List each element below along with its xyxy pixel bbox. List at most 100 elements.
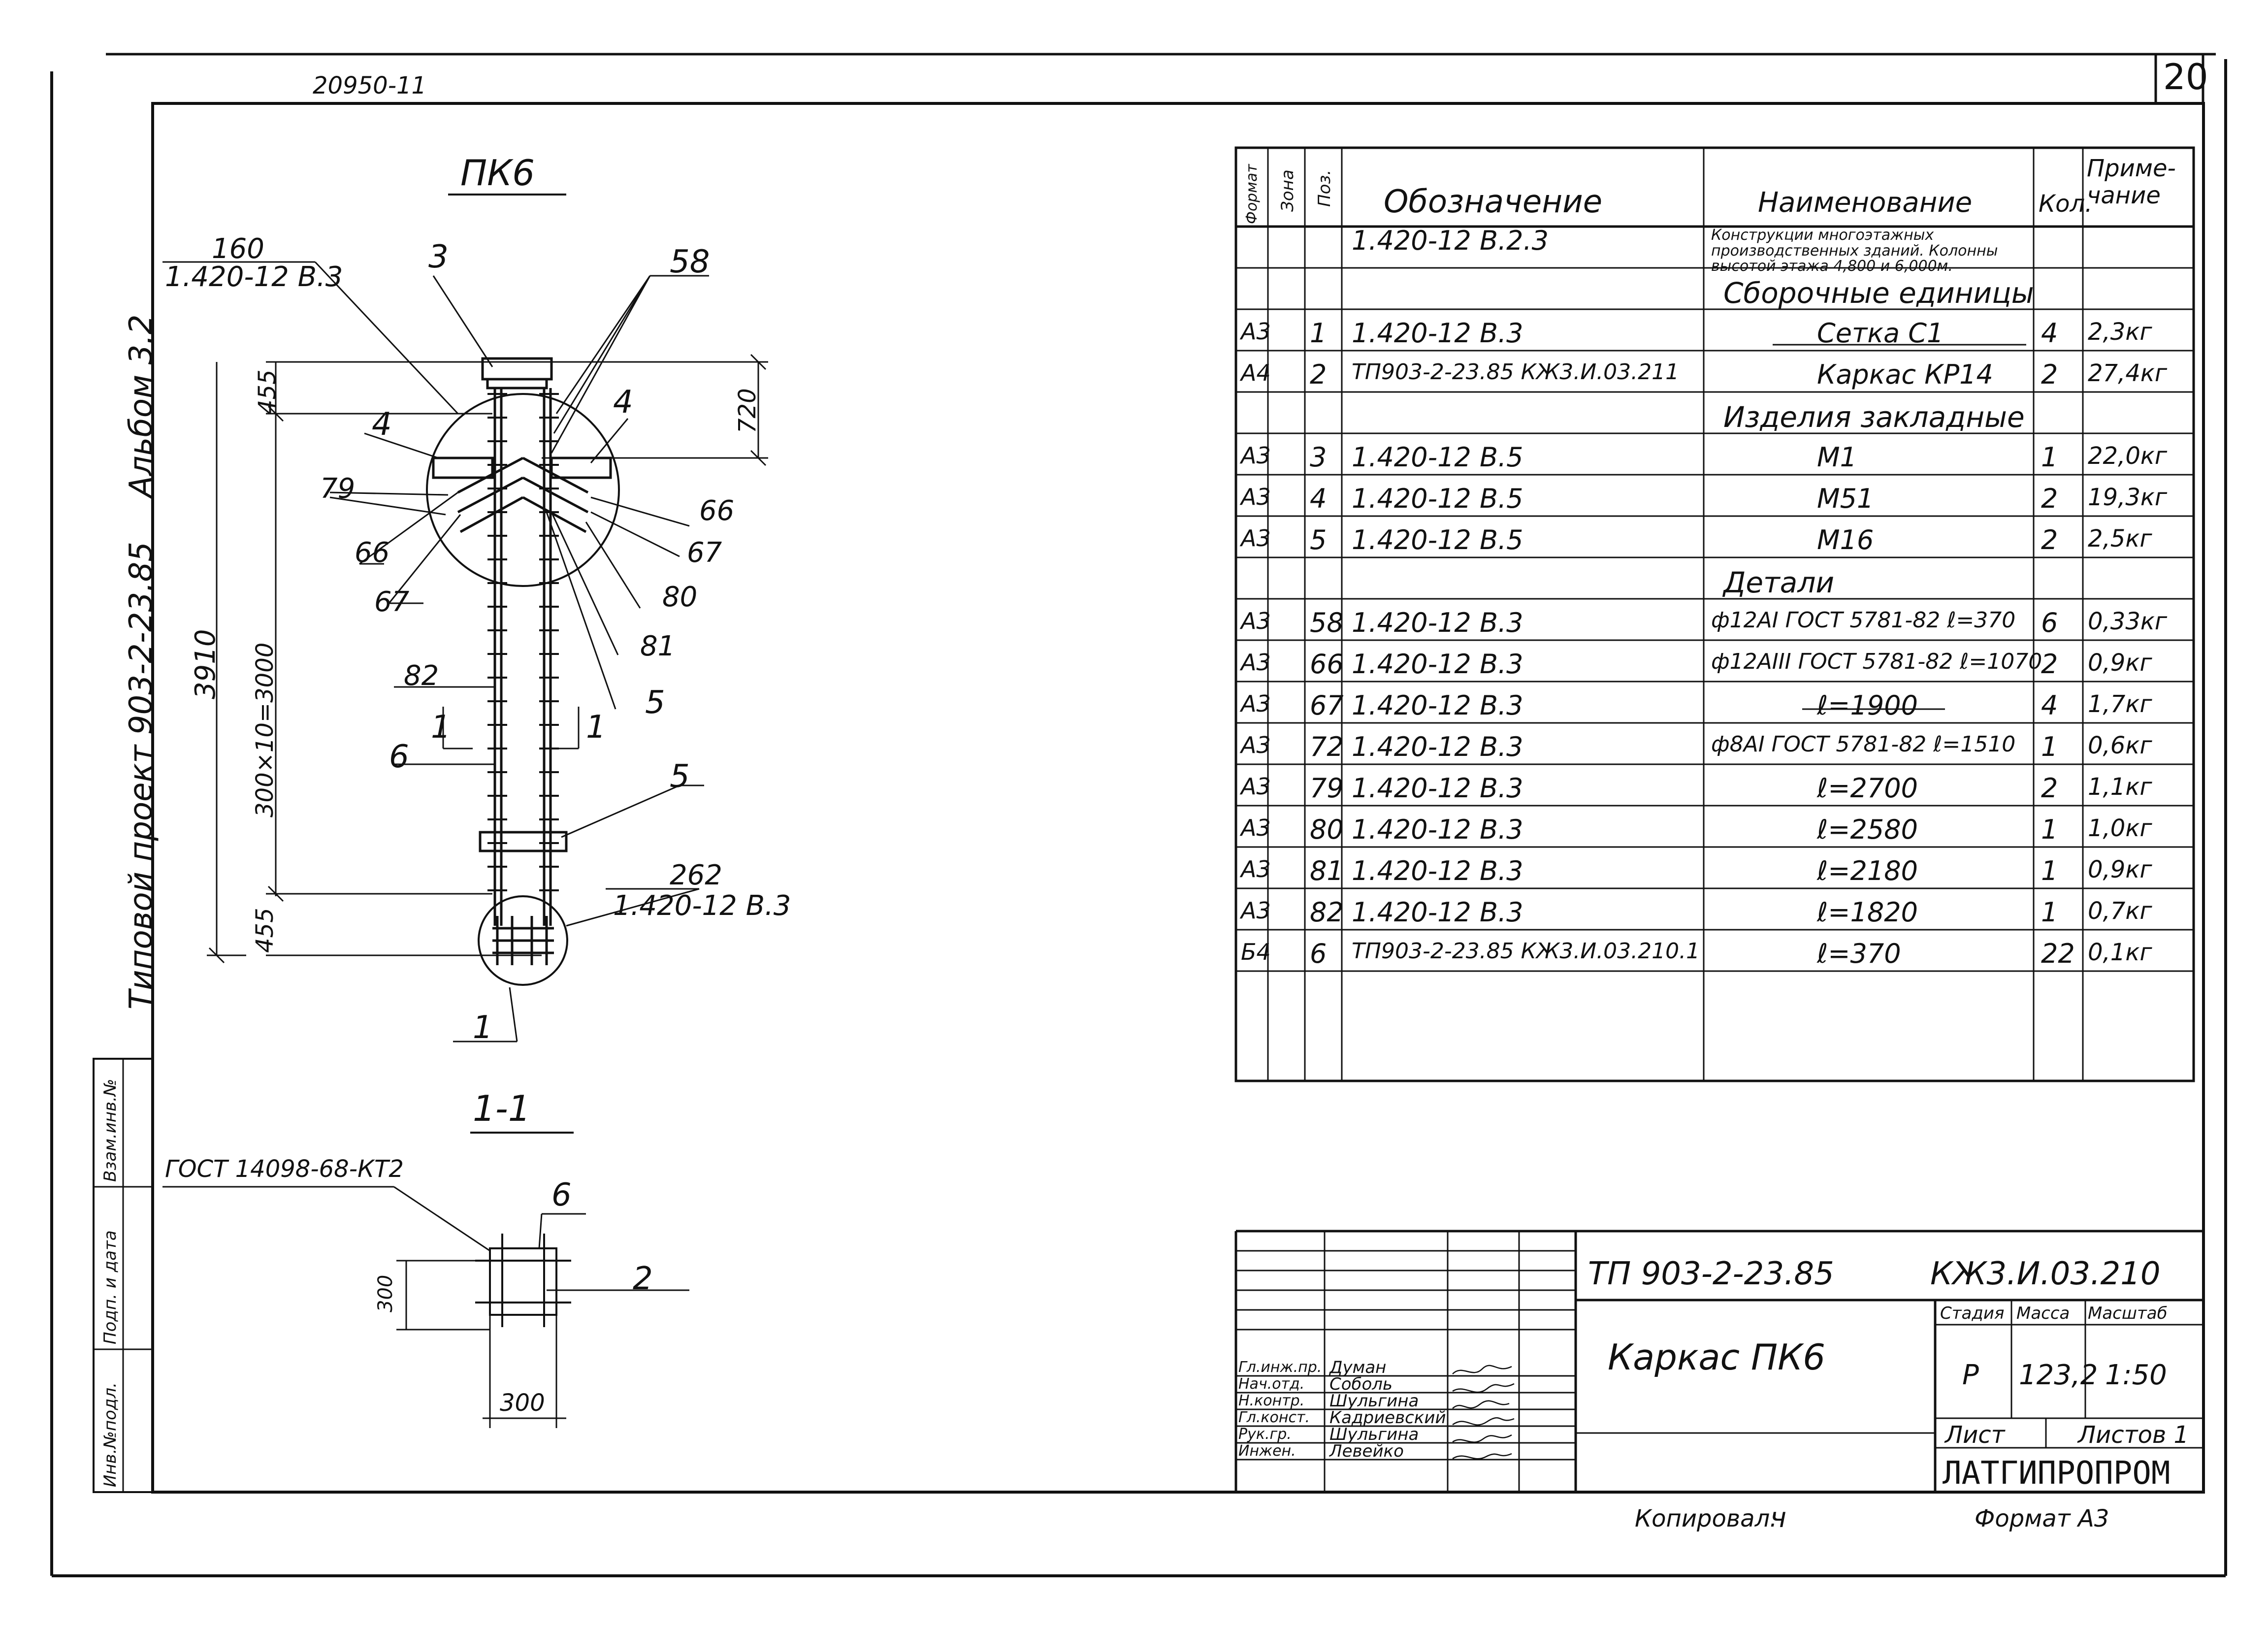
spec-table-grid [1234,146,2195,1082]
spec-cell-format: А3 [1241,773,1271,800]
spec-cell-qty: 1 [2041,855,2058,886]
spec-cell-format: А3 [1241,608,1271,634]
drawing-title: ПК6 [460,152,535,194]
tb-person-role: Инжен. [1238,1442,1296,1460]
stamp-replace-inv: Взам.инв.№ [100,1078,120,1182]
spec-cell-name: Сборочные единицы [1723,276,2034,310]
label-pos-80: 80 [662,581,698,613]
tb-stage-label: Стадия [1940,1303,2005,1323]
tb-sheets-label: Листов 1 [2078,1421,2189,1449]
spec-cell-designation: ТП903-2-23.85 КЖ3.И.03.210.1 [1352,939,1700,964]
spec-cell-format: А3 [1241,856,1271,882]
section-gost: ГОСТ 14098-68-КТ2 [165,1155,404,1183]
label-pos-3: 3 [428,239,449,275]
spec-cell-name: Изделия закладные [1723,400,2025,434]
spec-cell-pos: 82 [1310,897,1344,928]
section-1-1 [162,1186,689,1428]
tb-mass: 123,2 [2019,1359,2098,1391]
stamp-sign-date: Подп. и дата [100,1230,120,1344]
spec-cell-format: А3 [1241,442,1271,469]
spec-cell-designation: 1.420-12 В.3 [1352,814,1523,845]
spec-cell-designation: 1.420-12 В.3 [1352,773,1523,804]
spec-cell-pos: 5 [1310,524,1327,555]
spec-cell-name: Каркас КР14 [1817,359,1993,390]
spec-cell-designation: 1.420-12 В.5 [1352,483,1523,514]
spec-cell-format: А3 [1241,732,1271,758]
spec-cell-note: 0,9кг [2088,856,2152,883]
spec-cell-pos: 2 [1310,359,1327,390]
spec-cell-format: А3 [1241,814,1271,841]
spec-cell-designation: 1.420-12 В.3 [1352,607,1523,638]
spec-cell-note: 1,7кг [2088,690,2152,718]
spec-cell-format: А3 [1241,525,1271,552]
tb-copied: Копировал: [1635,1505,1778,1532]
spec-cell-designation: 1.420-12 В.5 [1352,524,1523,555]
spec-cell-note: 0,1кг [2088,939,2152,966]
spec-cell-name: Сетка С1 [1817,318,1944,349]
spec-cell-qty: 1 [2041,814,2058,845]
column-drawing [426,357,620,986]
spec-cell-designation: 1.420-12 В.3 [1352,690,1523,721]
spec-cell-note: 2,3кг [2088,318,2152,346]
spec-cell-qty: 6 [2041,607,2058,638]
tb-format: Формат А3 [1975,1505,2109,1532]
section-mark-1a: 1 [431,709,451,746]
hdr-pos: Поз. [1315,169,1334,207]
spec-cell-qty: 2 [2041,649,2058,680]
spec-cell-format: А4 [1241,359,1271,386]
label-pos-5b: 5 [670,758,690,795]
label-pos-5a: 5 [645,684,665,721]
album-label: Альбом 3.2 [123,314,160,497]
spec-cell-name: ℓ=370 [1817,938,1901,969]
spec-cell-pos: 67 [1310,690,1344,721]
spec-cell-pos: 1 [1310,318,1327,349]
spec-cell-pos: 81 [1310,855,1344,886]
sheet-number: 20 [2163,56,2208,98]
hdr-name: Наименование [1758,187,1973,219]
label-pos-82: 82 [404,660,439,692]
section-mark-1b: 1 [586,709,606,746]
hdr-qty: Кол. [2039,190,2093,218]
tb-mass-label: Масса [2016,1303,2070,1323]
spec-cell-qty: 1 [2041,442,2058,473]
ref-top: 1.420-12 В.3 [165,261,343,293]
spec-cell-name: ℓ=2700 [1817,773,1918,804]
label-pos-79: 79 [320,473,356,505]
signature-scribbles [1452,1365,1515,1460]
spec-cell-name: Детали [1723,566,1835,599]
tb-person-name: Кадриевский [1329,1408,1446,1428]
spec-cell-qty: 2 [2041,773,2058,804]
spec-cell-note: 1,1кг [2088,773,2152,801]
spec-cell-pos: 80 [1310,814,1344,845]
spec-cell-qty: 4 [2041,690,2058,721]
tb-item-name: Каркас ПК6 [1608,1336,1826,1378]
spec-cell-note: 19,3кг [2088,484,2168,511]
spec-cell-name: М1 [1817,442,1857,473]
spec-cell-note: 22,0кг [2088,442,2168,470]
spec-cell-name: М51 [1817,483,1874,514]
hdr-format: Формат [1243,164,1261,224]
label-pos-6: 6 [389,739,409,775]
spec-cell-pos: 6 [1310,938,1327,969]
spec-cell-name: Конструкции многоэтажных производственны… [1711,227,1998,275]
spec-cell-note: 0,33кг [2088,608,2168,635]
label-pos-4b: 4 [613,384,633,421]
label-pos-81: 81 [640,630,676,662]
spec-cell-designation: 1.420-12 В.5 [1352,442,1523,473]
spec-cell-note: 0,9кг [2088,649,2152,677]
spec-cell-note: 1,0кг [2088,814,2152,842]
tb-person-role: Гл.конст. [1238,1409,1310,1426]
label-pos-66a: 66 [355,537,390,569]
spec-cell-name: ℓ=1900 [1817,690,1918,721]
section-pos-2: 2 [633,1261,653,1297]
tb-person-role: Нач.отд. [1238,1375,1305,1393]
tb-scale-label: Масштаб [2088,1303,2168,1323]
label-pos-58: 58 [670,244,710,280]
tb-sheet-label: Лист [1945,1421,2005,1449]
archive-number: 20950-11 [313,72,427,99]
spec-cell-designation: 1.420-12 В.3 [1352,649,1523,680]
ref-bottom: 1.420-12 В.3 [613,890,791,922]
spec-cell-qty: 1 [2041,731,2058,762]
tb-person-name: Думан [1329,1358,1387,1377]
